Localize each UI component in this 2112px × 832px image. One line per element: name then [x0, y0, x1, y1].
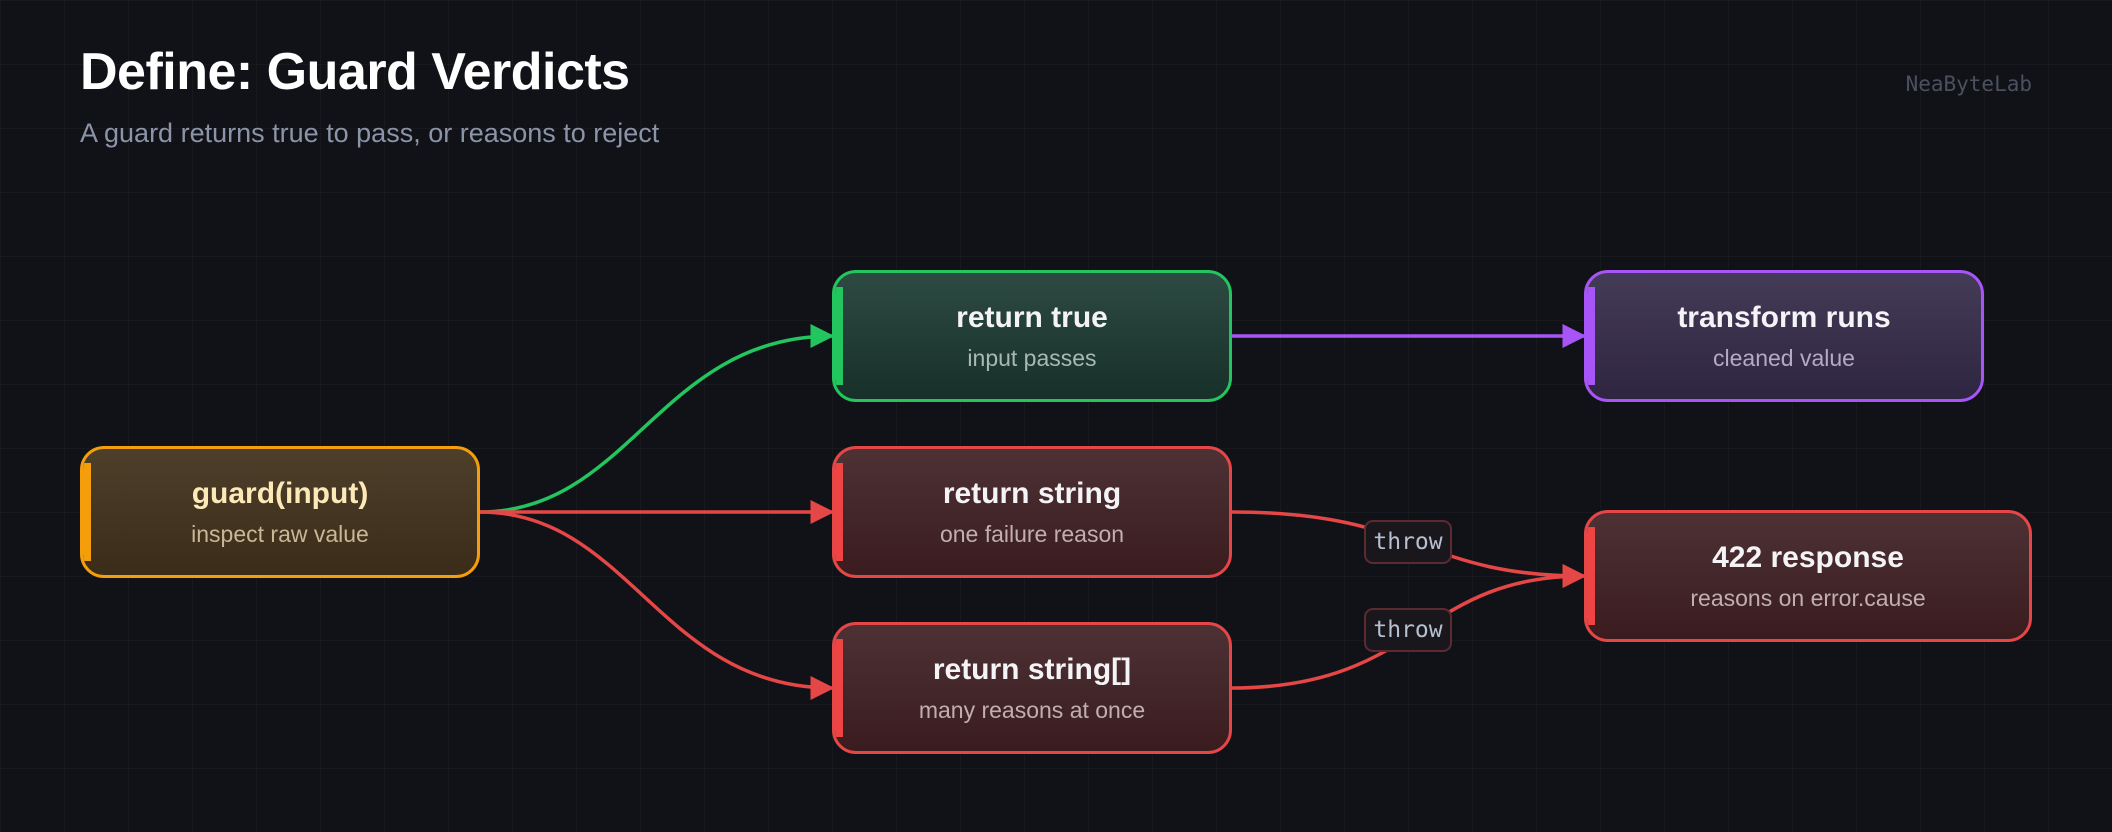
node-return-string-array: return string[] many reasons at once	[832, 622, 1232, 754]
node-return-string: return string one failure reason	[832, 446, 1232, 578]
node-subtitle: one failure reason	[939, 520, 1125, 547]
diagram-title: Define: Guard Verdicts	[80, 43, 630, 101]
diagram-subtitle: A guard returns true to pass, or reasons…	[80, 118, 660, 148]
brand-label: NeaByteLab	[1905, 72, 2032, 96]
node-title: return true	[956, 300, 1108, 334]
node-title: return string[]	[932, 652, 1132, 686]
node-return-true: return true input passes	[832, 270, 1232, 402]
node-guard-input: guard(input) inspect raw value	[80, 446, 480, 578]
edge-guard-to-return-string-array	[479, 510, 835, 700]
node-subtitle: reasons on error.cause	[1690, 584, 1926, 611]
node-subtitle: many reasons at once	[918, 696, 1146, 723]
node-subtitle: inspect raw value	[191, 520, 369, 547]
node-title: transform runs	[1677, 300, 1891, 334]
node-title: guard(input)	[191, 476, 369, 510]
edge-label-throw: throw	[1364, 608, 1452, 652]
node-transform-runs: transform runs cleaned value	[1584, 270, 1984, 402]
node-subtitle: input passes	[967, 344, 1097, 371]
edge-guard-to-return-true	[479, 324, 835, 514]
node-subtitle: cleaned value	[1713, 344, 1855, 371]
edge-label-throw: throw	[1364, 520, 1452, 564]
node-422-response: 422 response reasons on error.cause	[1584, 510, 2032, 642]
node-title: return string	[942, 476, 1122, 510]
node-title: 422 response	[1712, 540, 1904, 574]
